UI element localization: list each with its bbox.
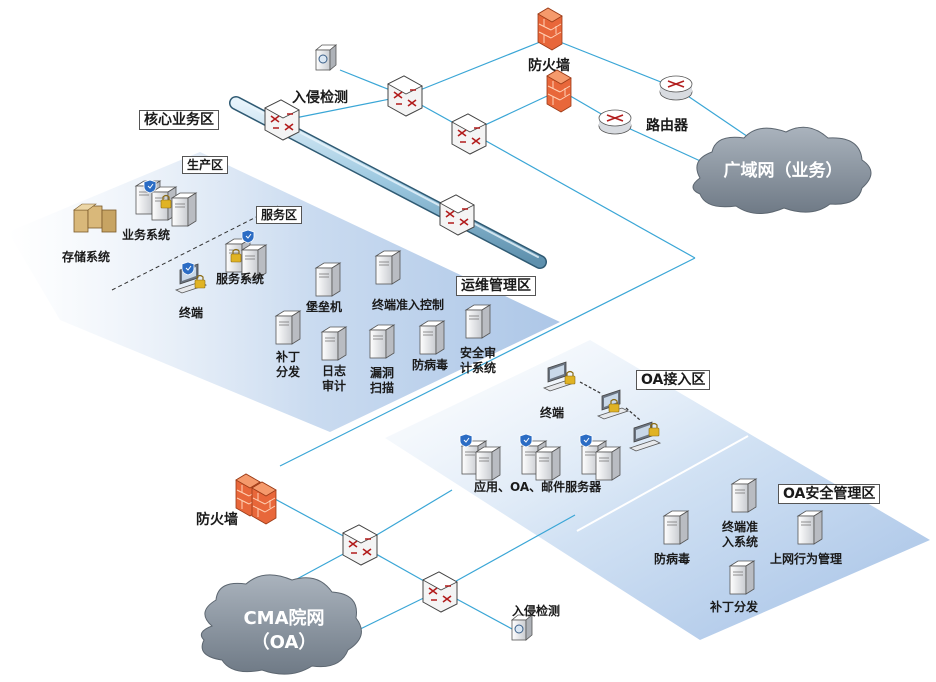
behavior-mgmt-server-icon <box>797 510 823 545</box>
firewall-icon-mid <box>546 69 572 113</box>
oa-terminal-label: 终端 <box>540 406 565 420</box>
antivirus-ops-label: 防病毒 <box>412 358 449 372</box>
distribution-switch <box>451 113 487 155</box>
antivirus-server-icon <box>419 320 445 355</box>
firewall-top-label: 防火墙 <box>528 58 570 74</box>
production-zone-label: 生产区 <box>182 156 229 174</box>
log-server-icon <box>321 326 347 361</box>
oa-terminal-group <box>543 361 661 452</box>
business-system-label: 业务系统 <box>122 228 171 242</box>
firewall-icon-bottom <box>235 473 277 525</box>
top-switch <box>387 75 423 117</box>
ids-icon-top <box>315 44 337 71</box>
oa-security-zone-label: OA安全管理区 <box>778 484 881 504</box>
core-switch-2 <box>439 194 475 236</box>
patch-ops-label-1: 补丁 <box>276 350 301 364</box>
oa-access-zone-label: OA接入区 <box>636 370 711 390</box>
patch-server-icon <box>275 310 301 345</box>
service-terminal-label: 终端 <box>179 306 204 320</box>
cma-label-1: CMA院网 <box>243 608 325 629</box>
core-switch-1 <box>264 99 300 141</box>
oa-nac-label-1: 终端准 <box>722 520 759 534</box>
oa-patch-label: 补丁分发 <box>710 600 759 614</box>
ids-bottom-label: 入侵检测 <box>512 604 561 618</box>
router-label: 路由器 <box>646 118 688 134</box>
bastion-label: 堡垒机 <box>306 300 343 314</box>
firewall-bottom-label: 防火墙 <box>196 512 238 528</box>
cma-cloud <box>200 574 362 675</box>
service-system-label: 服务系统 <box>216 272 265 286</box>
oa-antivirus-label: 防病毒 <box>654 552 691 566</box>
cma-label-2: （OA） <box>251 632 317 653</box>
audit-server-icon <box>465 304 491 339</box>
storage-label: 存储系统 <box>62 250 111 264</box>
patch-ops-label-2: 分发 <box>276 365 301 379</box>
core-zone-plate <box>8 152 560 432</box>
ids-icon-bottom <box>511 614 533 641</box>
audit-label-2: 计系统 <box>460 361 497 375</box>
nac-label: 终端准入控制 <box>372 298 445 312</box>
oa-patch-server-icon <box>729 560 755 595</box>
oa-antivirus-server-icon <box>663 510 689 545</box>
audit-label-1: 安全审 <box>460 346 497 360</box>
nac-server-icon <box>375 250 401 285</box>
storage-icon <box>73 203 117 233</box>
wan-label: 广域网（业务） <box>723 161 843 181</box>
wan-cloud <box>692 126 872 214</box>
ids-top-label: 入侵检测 <box>292 90 348 106</box>
log-label-1: 日志 <box>322 364 347 378</box>
log-label-2: 审计 <box>322 379 347 393</box>
firewall-icon-top <box>537 7 563 51</box>
service-zone-label: 服务区 <box>256 206 303 224</box>
vuln-server-icon <box>369 324 395 359</box>
router-icon-2 <box>598 109 632 135</box>
oa-core-switch <box>342 524 378 566</box>
vuln-label-1: 漏洞 <box>370 366 395 380</box>
bastion-server-icon <box>315 262 341 297</box>
oa-switch <box>422 571 458 613</box>
router-icon-1 <box>659 75 693 101</box>
oa-nac-server-icon <box>731 478 757 513</box>
oa-servers-label: 应用、OA、邮件服务器 <box>474 480 602 494</box>
behavior-mgmt-label: 上网行为管理 <box>770 552 843 566</box>
ops-zone-label: 运维管理区 <box>456 276 536 296</box>
core-zone-label: 核心业务区 <box>139 110 219 130</box>
oa-zone-plate <box>385 340 930 640</box>
oa-server-group <box>459 433 621 481</box>
oa-nac-label-2: 入系统 <box>722 535 759 549</box>
vuln-label-2: 扫描 <box>370 381 395 395</box>
